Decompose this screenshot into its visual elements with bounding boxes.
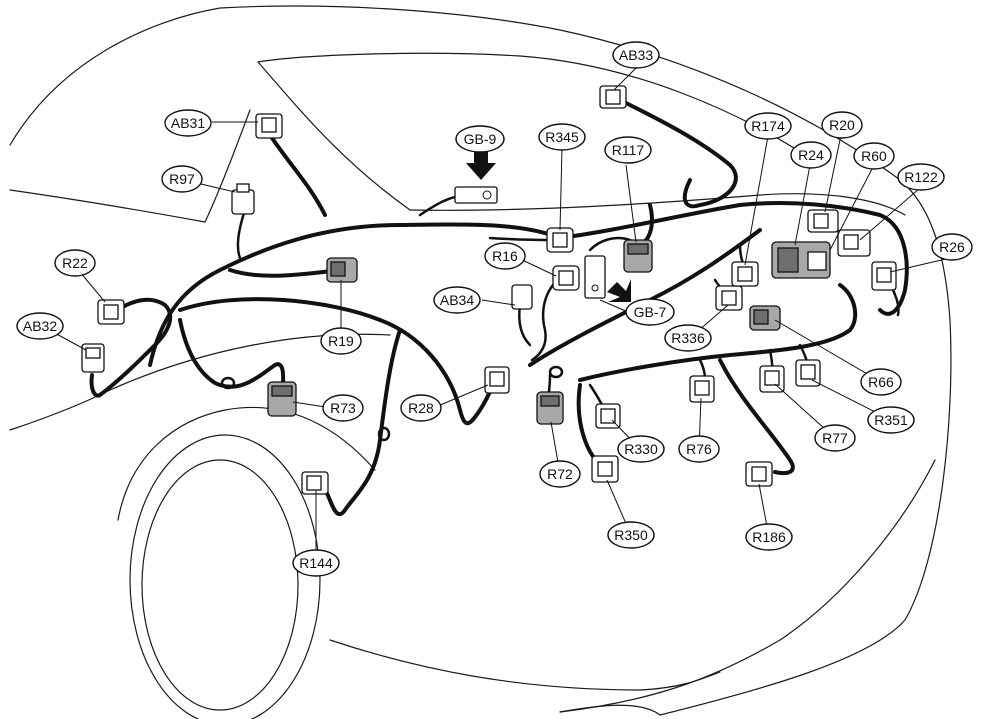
label-GB7: GB-7 [625,298,675,326]
label-R73-text: R73 [330,400,356,416]
label-AB32-text: AB32 [23,318,57,334]
label-AB34: AB34 [433,286,481,314]
label-R19: R19 [320,327,362,355]
label-R330-text: R330 [624,441,658,457]
label-R26-text: R26 [939,239,965,255]
label-R117: R117 [604,136,652,164]
label-R24-text: R24 [798,147,824,163]
connector-R351 [795,359,821,387]
connector-AB32 [81,343,105,373]
label-R28: R28 [400,394,442,422]
connector-R26 [871,261,897,291]
label-R76-text: R76 [686,441,712,457]
label-R22: R22 [54,249,96,277]
label-R66-text: R66 [868,374,894,390]
label-AB32: AB32 [16,312,64,340]
label-R336-text: R336 [671,330,705,346]
label-R117-text: R117 [612,142,645,158]
connector-GB7 [584,255,606,299]
connector-R24-R60 [771,241,831,279]
label-R77: R77 [814,424,856,452]
label-R72-text: R72 [547,466,573,482]
connector-GB9 [454,186,498,204]
connector-R20 [807,209,839,233]
connector-AB33 [599,85,627,109]
label-GB7-text: GB-7 [634,304,667,320]
label-R20-text: R20 [829,117,855,133]
label-R345-text: R345 [545,129,579,145]
label-R122-text: R122 [904,169,938,185]
wiring-harness [89,98,909,516]
label-R144: R144 [292,549,340,577]
label-R60: R60 [853,142,895,170]
label-GB9: GB-9 [455,125,505,153]
label-R186-text: R186 [752,529,786,545]
gb7-arrow-icon [607,279,631,302]
label-R19-text: R19 [328,333,354,349]
label-R16-text: R16 [492,248,518,264]
label-R174: R174 [744,112,792,140]
label-R97: R97 [161,165,203,193]
label-AB31-text: AB31 [171,115,205,131]
label-AB34-text: AB34 [440,292,474,308]
label-R186: R186 [745,523,793,551]
label-R351-text: R351 [874,412,908,428]
connectors [81,85,897,495]
component-labels: AB33 AB31 R97 GB-9 R345 R117 R174 R20 R2… [16,41,973,577]
label-R144-text: R144 [299,555,333,571]
connector-R186 [745,461,773,487]
label-AB31: AB31 [164,109,212,137]
label-R60-text: R60 [861,148,887,164]
label-R20: R20 [821,111,863,139]
label-R97-text: R97 [169,171,195,187]
label-R72: R72 [539,460,581,488]
connector-AB31 [255,113,283,139]
label-R28-text: R28 [408,400,434,416]
connector-R350 [591,455,619,483]
connector-R76 [689,375,715,403]
connector-R16 [552,265,580,291]
label-AB33: AB33 [612,41,660,69]
label-R174-text: R174 [751,118,785,134]
connector-R72 [536,391,564,425]
label-R336: R336 [664,324,712,352]
connector-R73 [267,381,297,417]
connector-R66 [749,305,781,331]
gb9-arrow-icon [466,150,496,180]
connector-AB34 [511,284,533,310]
label-R345: R345 [538,123,586,151]
label-R22-text: R22 [62,255,88,271]
label-R16: R16 [484,242,526,270]
label-R330: R330 [617,435,665,463]
label-AB33-text: AB33 [619,47,653,63]
label-R66: R66 [860,368,902,396]
connector-R22 [97,299,125,325]
label-R73: R73 [322,394,364,422]
connector-R19 [326,257,358,283]
label-R351: R351 [867,406,915,434]
connector-R174 [731,261,759,287]
label-R26: R26 [931,233,973,261]
label-R77-text: R77 [822,430,848,446]
ground-arrows [466,150,631,302]
label-R24: R24 [790,141,832,169]
connector-R97 [231,183,255,215]
label-R350: R350 [607,521,655,549]
connector-R345 [546,227,574,253]
connector-R117 [623,239,653,273]
label-R350-text: R350 [614,527,648,543]
label-GB9-text: GB-9 [464,131,497,147]
connector-R77 [759,365,785,393]
connector-R28 [484,366,510,394]
connector-R144 [301,471,329,495]
connector-R122 [837,229,871,257]
label-R122: R122 [897,163,945,191]
connector-R336 [715,285,743,311]
label-R76: R76 [678,435,720,463]
